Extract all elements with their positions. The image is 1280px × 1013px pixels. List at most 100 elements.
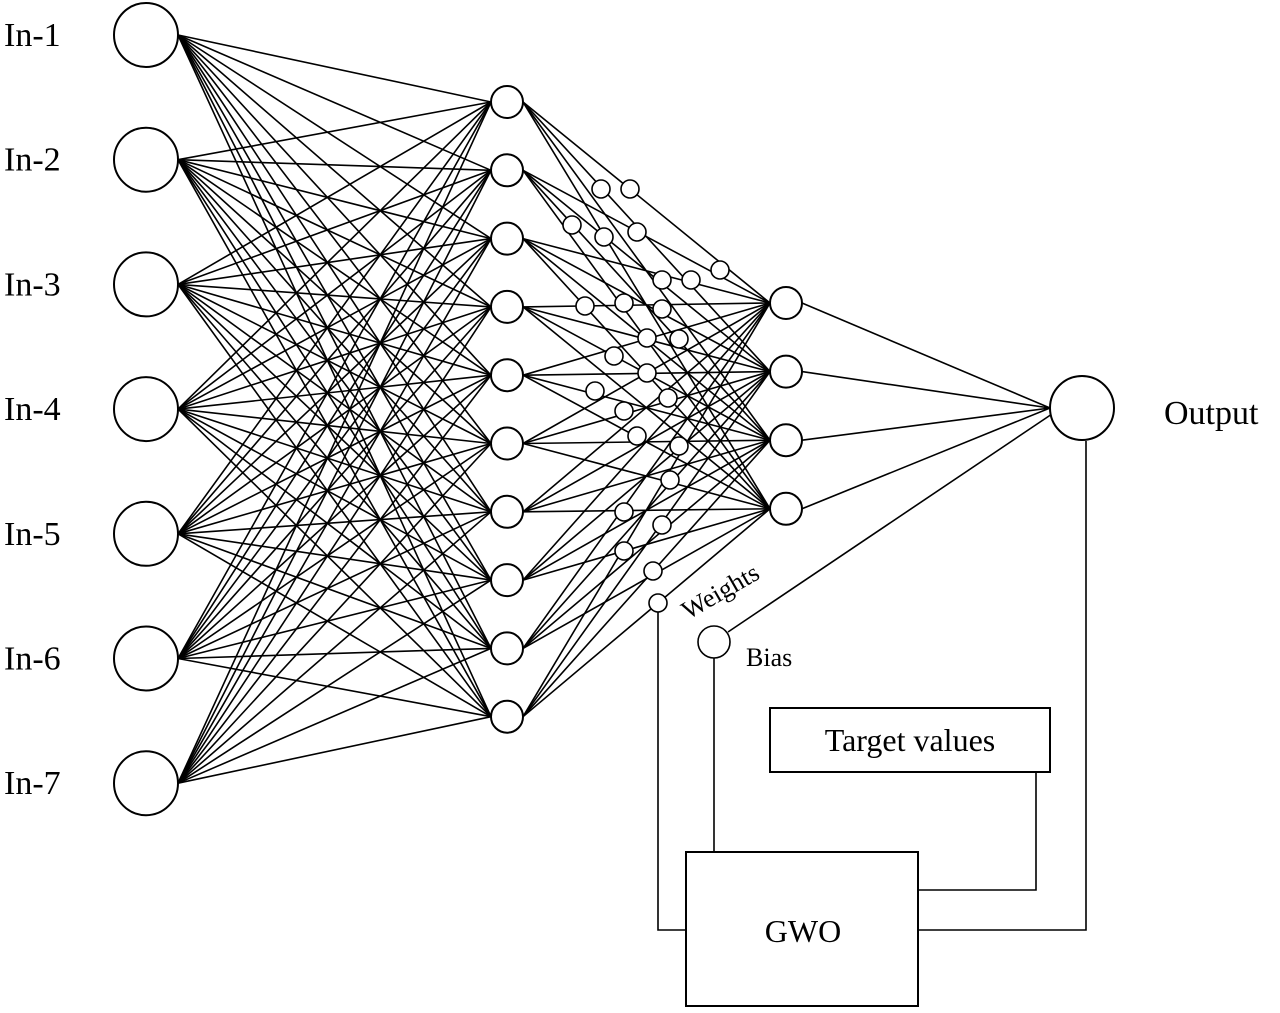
edge-hidden1-hidden2 (522, 302, 771, 513)
edge-input-hidden1 (177, 169, 492, 659)
edge-input-hidden1 (177, 159, 492, 718)
edge-input-hidden1 (177, 511, 492, 660)
edge-input-hidden1 (177, 374, 492, 784)
edge-hidden2-output (801, 407, 1051, 441)
weight-node (562, 215, 582, 235)
edge-input-hidden1 (177, 283, 492, 376)
edge-input-hidden1 (177, 169, 492, 784)
weight-nodes (562, 179, 730, 613)
edge-input-hidden1 (177, 101, 492, 410)
edge-input-hidden1 (177, 283, 492, 308)
edge-input-hidden1 (177, 159, 492, 649)
edge-input-hidden1 (177, 169, 492, 410)
edge-input-hidden1 (177, 34, 492, 649)
hidden1-node (490, 699, 524, 734)
input-node (113, 251, 179, 318)
feedback-lines (657, 441, 1087, 931)
edge-input-hidden1 (177, 306, 492, 784)
weight-node (648, 593, 668, 613)
hidden1-node (490, 85, 524, 119)
edge-hidden1-hidden2 (522, 169, 771, 304)
edge-hidden2-output (801, 302, 1051, 409)
edge-input-hidden1 (177, 101, 492, 161)
edge-input-hidden1 (177, 442, 492, 784)
edge-input-hidden1 (177, 34, 492, 513)
edge-input-hidden1 (177, 442, 492, 535)
weight-node (652, 299, 672, 319)
weight-node (681, 270, 701, 290)
input-node (113, 126, 179, 193)
edge-input-hidden1 (177, 647, 492, 784)
target-feedback-line (918, 772, 1037, 891)
edge-input-hidden1 (177, 101, 492, 784)
edge-input-hidden1 (177, 101, 492, 659)
edge-input-hidden1 (177, 34, 492, 444)
edge-input-hidden1 (177, 159, 492, 513)
weight-node (604, 346, 624, 366)
weight-node (652, 270, 672, 290)
hidden2-node (769, 423, 803, 458)
edge-input-hidden1 (177, 237, 492, 410)
weight-node (637, 363, 657, 383)
weight-node (591, 179, 611, 199)
target-values-label: Target values (825, 722, 995, 758)
edge-input-hidden1 (177, 657, 492, 718)
edge-input-hidden1 (177, 533, 492, 581)
weight-node (643, 561, 663, 581)
bias-node (697, 625, 731, 659)
weight-node (669, 329, 689, 349)
edge-input-hidden1 (177, 34, 492, 376)
edge-input-hidden1 (177, 159, 492, 581)
weight-node (614, 293, 634, 313)
edge-input-hidden1 (177, 283, 492, 445)
edge-input-hidden1 (177, 306, 492, 410)
input-label: In-2 (4, 142, 61, 179)
hidden2-node (769, 286, 803, 320)
bias-label: Bias (746, 643, 792, 672)
input-label: In-3 (4, 266, 61, 303)
edge-input-hidden1 (177, 101, 492, 535)
hidden1-node (490, 426, 524, 461)
edge-input-hidden1 (177, 408, 492, 445)
weights-label: Weights (677, 558, 765, 625)
input-label: In-6 (4, 641, 61, 678)
edge-hidden1-hidden2 (522, 302, 771, 308)
edge-input-hidden1 (177, 238, 492, 784)
edge-input-hidden1 (177, 158, 492, 172)
edge-input-hidden1 (177, 238, 492, 659)
hidden1-node (490, 563, 524, 598)
output-label: Output (1164, 395, 1259, 432)
hidden1-node (490, 494, 524, 529)
weight-node (614, 401, 634, 421)
edge-hidden2-output (801, 370, 1051, 409)
weight-node (585, 381, 605, 401)
edge-input-hidden1 (177, 533, 492, 650)
input-node (113, 625, 179, 692)
edge-hidden1-hidden2 (522, 101, 771, 304)
edge-input-hidden1 (177, 579, 492, 660)
edge-input-hidden1 (177, 237, 492, 286)
neurons (113, 2, 803, 817)
weight-node (660, 470, 680, 490)
hidden2-node (769, 354, 803, 389)
edge-hidden2-output (801, 407, 1051, 510)
hidden2-node (769, 491, 803, 526)
weights-feedback-line (657, 603, 686, 931)
input-label: In-5 (4, 516, 61, 553)
weight-node (652, 515, 672, 535)
edge-hidden1-hidden2 (522, 237, 771, 304)
output-feedback-line (918, 441, 1087, 931)
input-node (113, 376, 179, 443)
edge-input-hidden1 (177, 511, 492, 535)
edge-input-hidden1 (177, 159, 492, 376)
edge-input-hidden1 (177, 408, 492, 581)
edge-input-hidden1 (177, 511, 492, 784)
weight-node (614, 502, 634, 522)
weight-node (669, 436, 689, 456)
edge-input-hidden1 (177, 101, 492, 286)
hidden1-node (490, 221, 524, 256)
edge-input-hidden1 (177, 34, 492, 172)
edge-input-hidden1 (177, 408, 492, 513)
edge-input-hidden1 (177, 442, 492, 660)
